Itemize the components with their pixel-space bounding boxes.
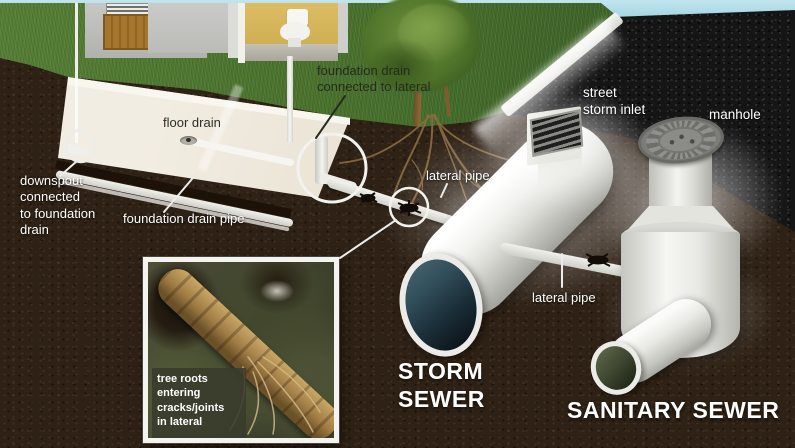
label-sanitary-sewer: SANITARY SEWER: [567, 397, 780, 423]
label-street-storm-inlet: street storm inlet: [583, 85, 646, 117]
house-corner: [228, 3, 240, 58]
label-manhole: manhole: [709, 107, 761, 122]
label-lateral-pipe-lower: lateral pipe: [532, 290, 596, 305]
toilet-bowl: [280, 22, 310, 41]
tree-foliage-shade: [370, 40, 434, 90]
label-foundation-drain-pipe: foundation drain pipe: [123, 211, 245, 226]
house-drain-riser: [287, 56, 293, 142]
house-door: [103, 14, 152, 50]
house-wall-middle: [148, 3, 232, 53]
house-wall-right: [338, 3, 348, 53]
floor-drain-grate: [186, 138, 191, 142]
label-downspout: downspout connected to foundation drain: [20, 173, 96, 238]
inset-caption-box: tree roots entering cracks/joints in lat…: [152, 368, 246, 438]
inset-photo: tree roots entering cracks/joints in lat…: [143, 257, 339, 443]
inset-debris: [260, 280, 294, 302]
bathroom-cutaway-edge: [238, 3, 245, 63]
label-storm-sewer: STORM SEWER: [398, 358, 485, 412]
downspout-pipe: [75, 3, 78, 143]
toilet-tank: [287, 9, 308, 26]
label-lateral-pipe-upper: lateral pipe: [426, 168, 490, 183]
toilet-base: [288, 38, 301, 47]
label-foundation-drain-lateral: foundation drain connected to lateral: [317, 63, 431, 94]
bathroom-floor: [245, 44, 338, 61]
label-floor-drain: floor drain: [163, 115, 221, 130]
